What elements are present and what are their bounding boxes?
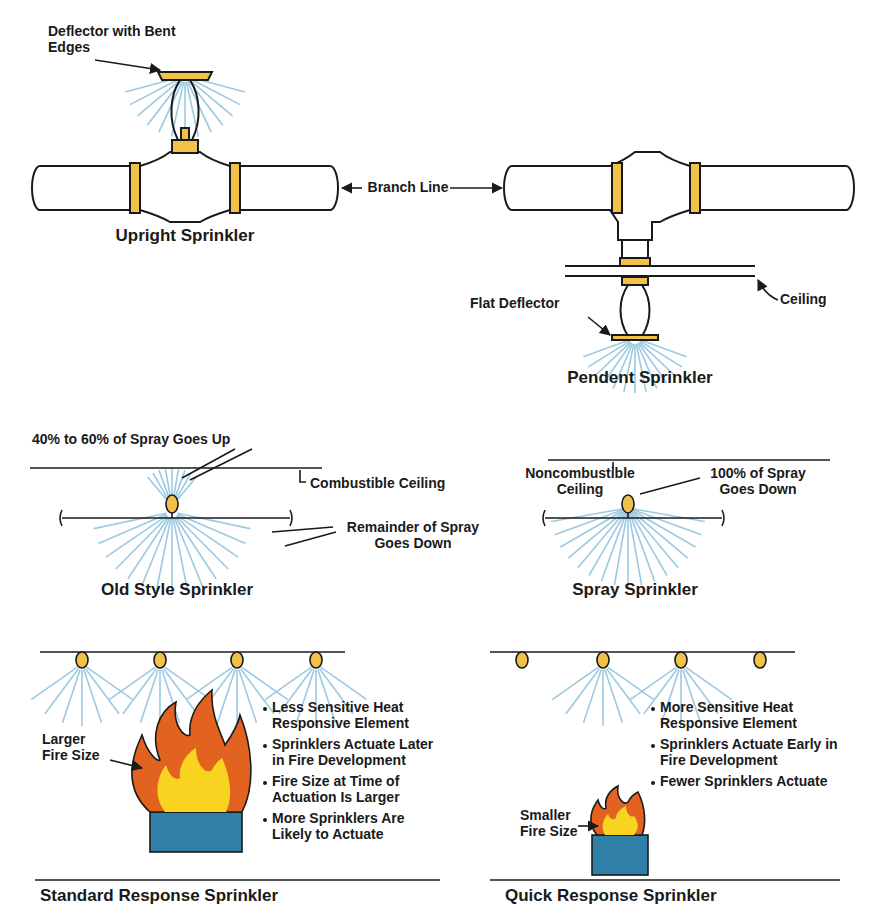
note-item: Sprinklers Actuate Later in Fire Develop… (272, 737, 444, 768)
spray-line (241, 669, 274, 714)
spray-line (242, 667, 288, 699)
spray-line (31, 667, 77, 699)
spray-line (94, 513, 166, 528)
spray-line (87, 667, 133, 699)
callout-label: 100% of Spray Goes Down (703, 466, 813, 497)
bullet-dot (263, 707, 267, 711)
note-item: Fire Size at Time of Actuation Is Larger (272, 774, 444, 805)
spray-line (601, 514, 626, 582)
spray-line (86, 669, 119, 714)
part-label: Ceiling (780, 292, 850, 308)
spray-line (81, 670, 83, 726)
spray-line (627, 514, 629, 586)
part-label: Branch Line (366, 180, 450, 196)
spray-line (614, 514, 627, 585)
callout-label: 40% to 60% of Spray Goes Up (32, 432, 292, 448)
bullet-dot (651, 707, 655, 711)
spray-line (173, 518, 187, 591)
spray-line (608, 667, 654, 699)
callout-label: Remainder of Spray Goes Down (338, 520, 488, 551)
figure-title: Pendent Sprinkler (555, 368, 725, 387)
spray-line (106, 515, 167, 557)
spray-line (686, 667, 732, 699)
spray-line (62, 670, 80, 723)
bullet-dot (263, 744, 267, 748)
bullet-dot (651, 781, 655, 785)
spray-line (175, 517, 216, 579)
spray-line (607, 669, 640, 714)
spray-line (148, 477, 169, 502)
figure-title: Spray Sprinkler (560, 580, 710, 599)
spray-line (217, 670, 235, 723)
spray-line (630, 667, 676, 699)
part-label: Deflector with Bent Edges (48, 24, 188, 55)
spray-line (634, 510, 702, 535)
spray-line (551, 509, 622, 522)
spray-line (629, 514, 642, 585)
note-item: Fewer Sprinklers Actuate (660, 774, 840, 790)
figure-title: Standard Response Sprinkler (40, 886, 310, 905)
spray-line (632, 513, 678, 568)
bullet-dot (263, 818, 267, 822)
callout-label: Noncombustible Ceiling (520, 466, 640, 497)
spray-line (641, 340, 687, 357)
callout-label: Smaller Fire Size (520, 808, 580, 839)
spray-line (157, 518, 171, 591)
spray-line (142, 518, 170, 586)
spray-line (109, 667, 155, 699)
spray-line (165, 667, 211, 699)
note-item: More Sensitive Heat Responsive Element (660, 700, 840, 731)
spray-line (602, 670, 604, 726)
spray-line (583, 670, 601, 723)
note-item: Less Sensitive Heat Responsive Element (272, 700, 444, 731)
bullet-dot (651, 744, 655, 748)
spray-line (631, 513, 667, 575)
figure-title: Quick Response Sprinkler (505, 886, 765, 905)
spray-line (640, 341, 682, 367)
spray-line (552, 667, 598, 699)
note-item: Sprinklers Actuate Early in Fire Develop… (660, 737, 840, 768)
callout-label: Combustible Ceiling (310, 476, 480, 492)
figure-title: Upright Sprinkler (90, 226, 280, 245)
spray-line (321, 667, 367, 699)
part-label: Flat Deflector (470, 296, 600, 312)
spray-line (634, 509, 705, 522)
spray-line (236, 670, 238, 726)
spray-line (140, 670, 158, 723)
note-item: More Sprinklers Are Likely to Actuate (272, 811, 444, 842)
spray-line (178, 513, 250, 528)
spray-line (560, 511, 622, 547)
spray-line (265, 667, 311, 699)
spray-line (583, 340, 629, 357)
callout-label: Larger Fire Size (42, 732, 112, 763)
figure-title: Old Style Sprinkler (82, 580, 272, 599)
bullet-dot (263, 781, 267, 785)
spray-line (578, 513, 624, 568)
